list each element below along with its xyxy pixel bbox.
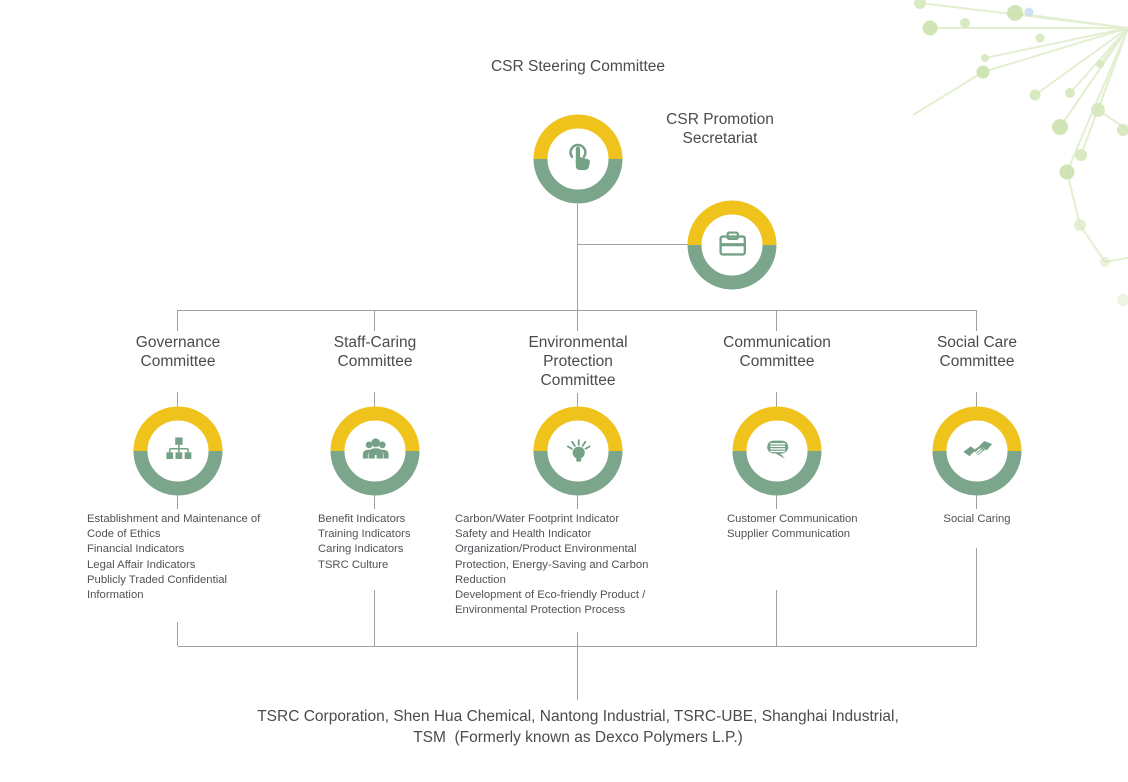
connector-stub — [776, 495, 777, 509]
connector-stub — [976, 392, 977, 408]
connector-stub — [776, 590, 777, 646]
connector-root-vertical — [577, 204, 578, 310]
handshake-icon — [932, 406, 1022, 496]
connector-stub — [976, 548, 977, 646]
list-item: Publicly Traded Confidential Information — [87, 573, 228, 602]
list-item: Caring Indicators — [318, 543, 404, 556]
committee-title-governance: Governance Committee — [135, 334, 221, 370]
list-item: Benefit Indicators — [318, 513, 406, 525]
connector-stub — [577, 495, 578, 509]
speech-bubble-icon — [732, 406, 822, 496]
connector-stub — [177, 310, 178, 331]
secretariat-label: CSR Promotion Secretariat — [666, 111, 774, 147]
committee-list-social-care: Social Caring — [917, 512, 1037, 527]
list-item: Financial Indicators — [87, 543, 185, 556]
list-item: Organization/Product Environmental Prote… — [455, 543, 649, 586]
committee-title-staff-caring: Staff-Caring Committee — [333, 334, 417, 370]
connector-stub — [577, 393, 578, 408]
connector-stub — [374, 495, 375, 509]
committee-list-staff-caring: Benefit Indicators Training Indicators C… — [318, 512, 468, 573]
connector-stub — [374, 392, 375, 408]
connector-footer-vertical — [577, 646, 578, 700]
connector-secretariat — [578, 244, 688, 245]
connector-stub — [374, 590, 375, 646]
list-item: Supplier Communication — [727, 528, 851, 541]
connector-stub — [577, 632, 578, 646]
committee-list-environmental: Carbon/Water Footprint Indicator Safety … — [455, 512, 670, 618]
touch-icon — [533, 114, 623, 204]
list-item: Establishment and Maintenance of Code of… — [87, 513, 261, 541]
people-icon — [330, 406, 420, 496]
briefcase-icon — [687, 200, 777, 290]
connector-stub — [776, 392, 777, 408]
connector-stub — [177, 392, 178, 408]
page-title: CSR Steering Committee — [490, 58, 665, 75]
committee-list-communication: Customer Communication Supplier Communic… — [727, 512, 897, 542]
hierarchy-icon — [133, 406, 223, 496]
committee-title-communication: Communication Committee — [723, 334, 831, 370]
connector-stub — [577, 310, 578, 331]
committee-title-social-care: Social Care Committee — [936, 334, 1018, 370]
committee-list-governance: Establishment and Maintenance of Code of… — [87, 512, 292, 603]
list-item: Carbon/Water Footprint Indicator — [455, 513, 620, 525]
lightbulb-icon — [533, 406, 623, 496]
connector-stub — [976, 310, 977, 331]
list-item: Customer Communication — [727, 513, 858, 525]
list-item: Safety and Health Indicator — [455, 528, 592, 541]
list-item: Social Caring — [943, 513, 1011, 525]
list-item: Development of Eco-friendly Product / En… — [455, 589, 646, 617]
companies-footer: TSRC Corporation, Shen Hua Chemical, Nan… — [257, 708, 899, 746]
connector-stub — [177, 622, 178, 646]
list-item: Training Indicators — [318, 528, 411, 541]
connector-stub — [177, 495, 178, 509]
network-decoration — [912, 0, 1128, 306]
connector-stub — [976, 495, 977, 509]
committee-title-environmental: Environmental Protection Committee — [528, 334, 628, 389]
list-item: TSRC Culture — [318, 558, 389, 571]
list-item: Legal Affair Indicators — [87, 558, 196, 571]
connector-stub — [374, 310, 375, 331]
connector-stub — [776, 310, 777, 331]
